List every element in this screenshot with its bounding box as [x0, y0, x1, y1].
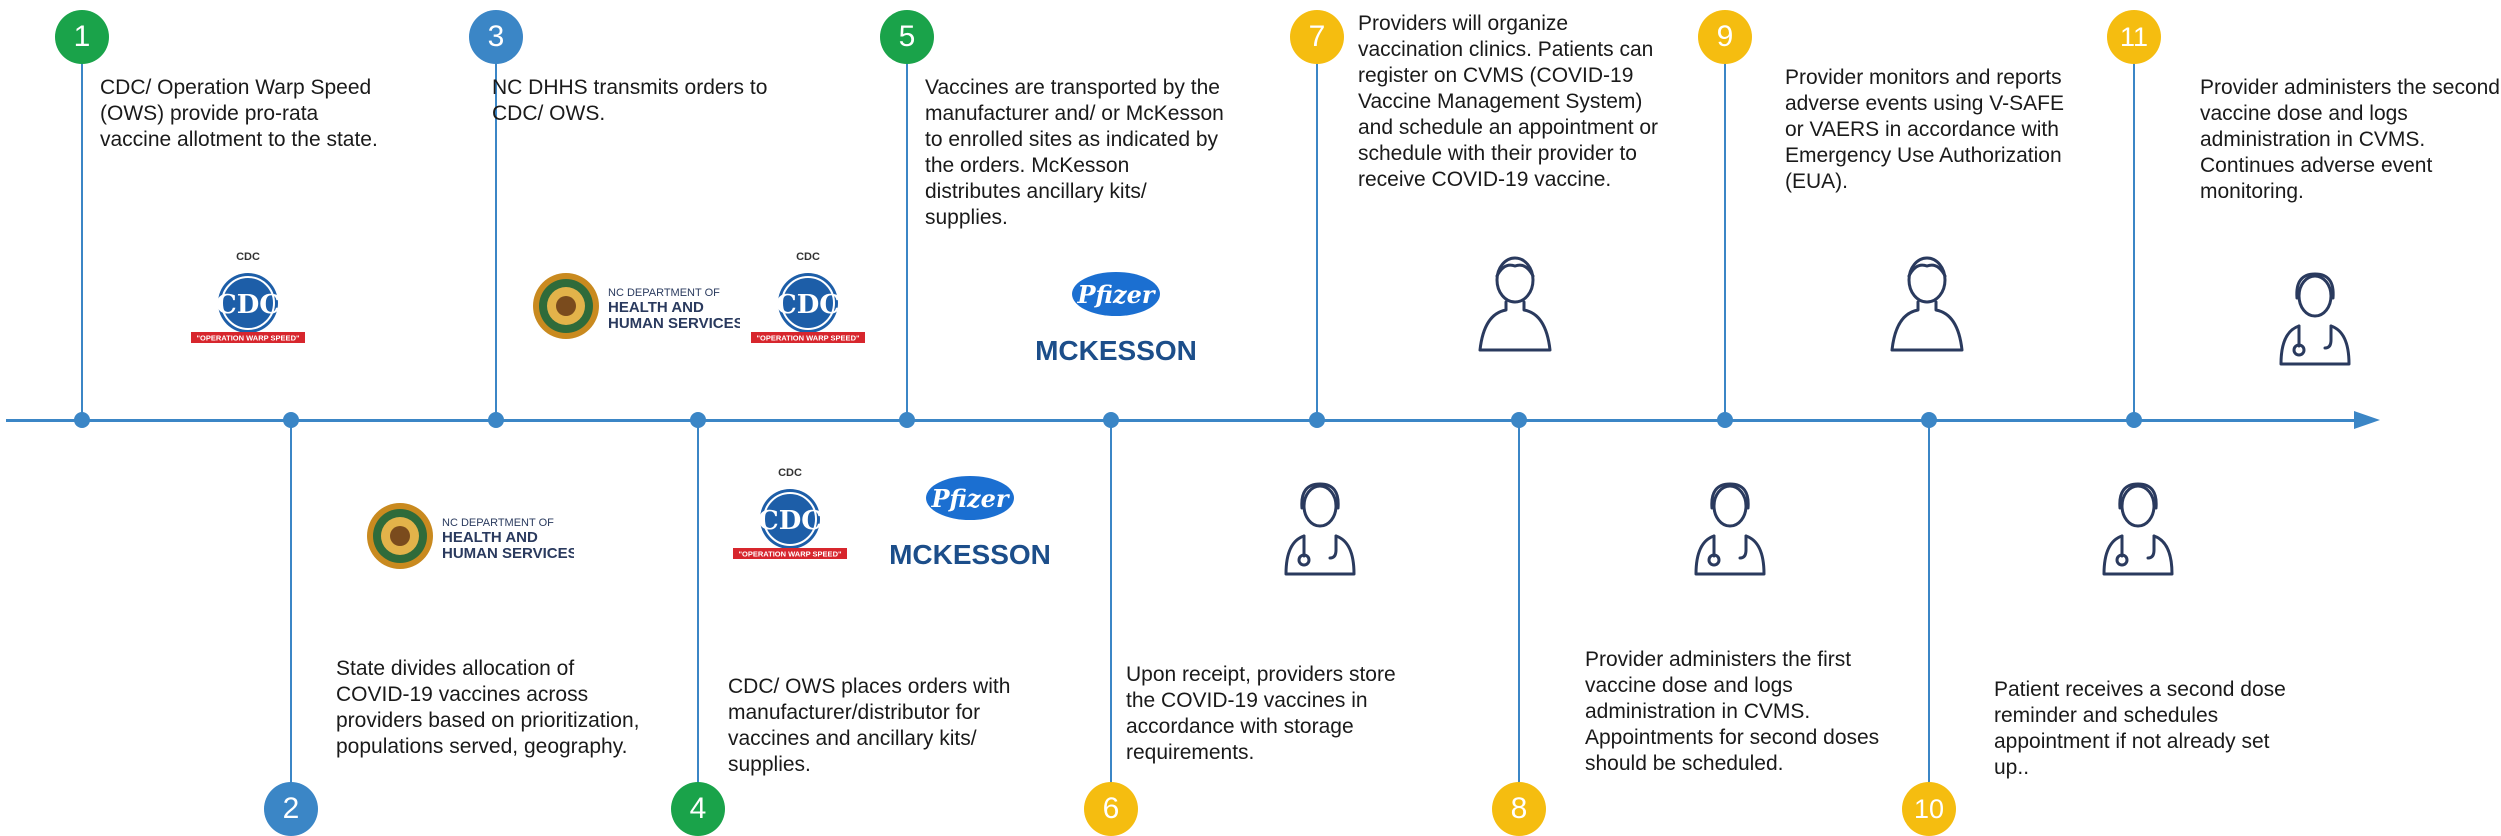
node-3 [488, 412, 504, 428]
svg-text:Pfizer: Pfizer [1076, 280, 1156, 309]
svg-text:MCKESSON: MCKESSON [1035, 335, 1197, 366]
step-2-text: State divides allocation of COVID-19 vac… [336, 657, 640, 758]
provider-icon [2102, 482, 2174, 576]
svg-text:CDC: CDC [796, 251, 820, 263]
step-10-text: Patient receives a second dose reminder … [1994, 678, 2286, 779]
step-number-badge: 8 [1492, 782, 1546, 836]
stem-5 [906, 56, 908, 420]
step-number-badge: 5 [880, 10, 934, 64]
stem-2 [290, 420, 292, 788]
node-10 [1921, 412, 1937, 428]
svg-text:"OPERATION WARP SPEED": "OPERATION WARP SPEED" [756, 334, 860, 343]
patient-icon [1890, 256, 1964, 352]
node-9 [1717, 412, 1733, 428]
timeline-arrowhead [2354, 411, 2380, 429]
node-2 [283, 412, 299, 428]
timeline-axis [6, 419, 2356, 422]
stem-1 [81, 56, 83, 420]
node-7 [1309, 412, 1325, 428]
step-number-badge: 10 [1902, 782, 1956, 836]
step-number-badge: 4 [671, 782, 725, 836]
stem-3 [495, 56, 497, 420]
node-5 [899, 412, 915, 428]
node-4 [690, 412, 706, 428]
svg-text:CDC: CDC [758, 506, 822, 536]
svg-text:HUMAN SERVICES: HUMAN SERVICES [442, 545, 574, 562]
svg-text:"OPERATION WARP SPEED": "OPERATION WARP SPEED" [196, 334, 300, 343]
pfizer-mckesson-logo: Pfizer MCKESSON [889, 476, 1051, 570]
cdc-logo: CDC CDC "OPERATION WARP SPEED" [733, 467, 847, 559]
svg-text:CDC: CDC [778, 467, 802, 479]
stem-7 [1316, 56, 1318, 420]
node-11 [2126, 412, 2142, 428]
step-number-badge: 3 [469, 10, 523, 64]
nc-dhhs-logo: NC DEPARTMENT OF HEALTH AND HUMAN SERVIC… [533, 273, 740, 339]
step-8-text: Provider administers the first vaccine d… [1585, 648, 1880, 775]
svg-text:NC DEPARTMENT OF: NC DEPARTMENT OF [608, 287, 720, 299]
svg-text:CDC: CDC [776, 290, 840, 320]
pfizer-mckesson-logo: Pfizer MCKESSON [1035, 272, 1197, 366]
cdc-logo: CDC CDC "OPERATION WARP SPEED" [191, 251, 305, 343]
svg-text:CDC: CDC [236, 251, 260, 263]
nc-dhhs-logo: NC DEPARTMENT OF HEALTH AND HUMAN SERVIC… [367, 503, 574, 569]
step-number-badge: 1 [55, 10, 109, 64]
provider-icon [1284, 482, 1356, 576]
step-number-badge: 9 [1698, 10, 1752, 64]
step-4-text: CDC/ OWS places orders with manufacturer… [728, 675, 1011, 776]
svg-text:NC DEPARTMENT OF: NC DEPARTMENT OF [442, 517, 554, 529]
step-3-text: NC DHHS transmits orders to CDC/ OWS. [492, 76, 768, 125]
step-9-text: Provider monitors and reports adverse ev… [1785, 66, 2064, 193]
svg-text:MCKESSON: MCKESSON [889, 539, 1051, 570]
stem-4 [697, 420, 699, 788]
step-number-badge: 2 [264, 782, 318, 836]
step-number-badge: 7 [1290, 10, 1344, 64]
cdc-logo: CDC CDC "OPERATION WARP SPEED" [751, 251, 865, 343]
provider-icon [1694, 482, 1766, 576]
node-1 [74, 412, 90, 428]
stem-11 [2133, 56, 2135, 420]
provider-icon [2279, 272, 2351, 366]
step-11-text: Provider administers the second vaccine … [2200, 76, 2500, 203]
step-1-text: CDC/ Operation Warp Speed (OWS) provide … [100, 76, 378, 151]
svg-text:HEALTH AND: HEALTH AND [608, 299, 704, 316]
step-5-text: Vaccines are transported by the manufact… [925, 76, 1224, 229]
svg-text:HEALTH AND: HEALTH AND [442, 529, 538, 546]
svg-text:Pfizer: Pfizer [930, 484, 1010, 513]
stem-10 [1928, 420, 1930, 788]
node-8 [1511, 412, 1527, 428]
step-7-text: Providers will organize vaccination clin… [1358, 12, 1659, 191]
step-number-badge: 11 [2107, 10, 2161, 64]
stem-9 [1724, 56, 1726, 420]
step-6-text: Upon receipt, providers store the COVID-… [1126, 663, 1396, 764]
svg-text:CDC: CDC [216, 290, 280, 320]
stem-6 [1110, 420, 1112, 788]
stem-8 [1518, 420, 1520, 788]
svg-text:HUMAN SERVICES: HUMAN SERVICES [608, 315, 740, 332]
step-number-badge: 6 [1084, 782, 1138, 836]
patient-icon [1478, 256, 1552, 352]
node-6 [1103, 412, 1119, 428]
svg-text:"OPERATION WARP SPEED": "OPERATION WARP SPEED" [738, 550, 842, 559]
